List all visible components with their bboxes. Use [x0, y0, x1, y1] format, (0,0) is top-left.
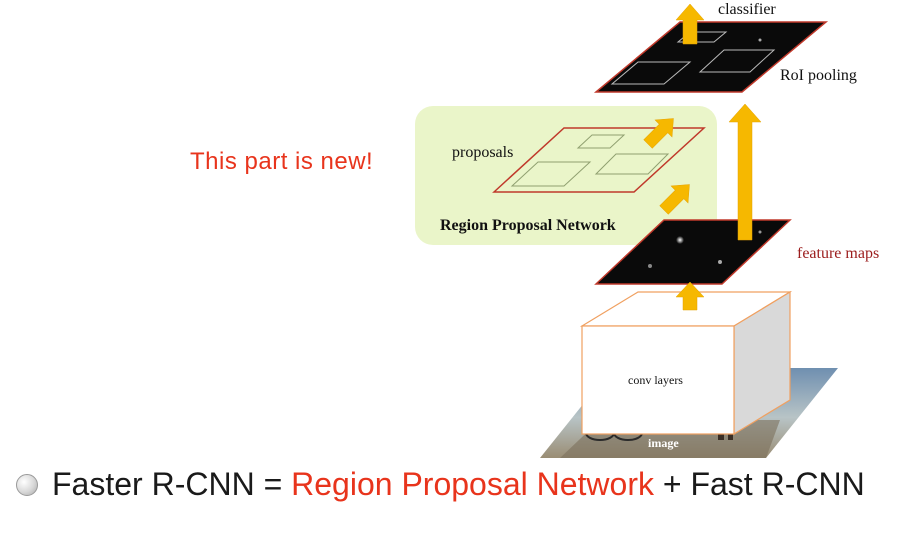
callout-new-part: This part is new!	[190, 148, 374, 175]
label-proposals: proposals	[452, 144, 513, 161]
label-rpn: Region Proposal Network	[440, 217, 616, 234]
bullet-faster-rcnn: Faster R-CNN = Region Proposal Network +…	[16, 466, 865, 503]
arrow-proposals-to-roi	[643, 118, 674, 149]
rpn-highlight-box	[415, 106, 717, 245]
label-conv-layers: conv layers	[628, 373, 683, 387]
arrow-roi-to-classifier	[675, 3, 705, 45]
label-roi-pooling: RoI pooling	[780, 67, 857, 84]
proposals-plane	[492, 127, 706, 193]
bullet-suffix: + Fast R-CNN	[653, 466, 865, 502]
arrow-features-to-proposals	[659, 184, 690, 215]
label-feature-maps: feature maps	[797, 245, 879, 262]
label-classifier: classifier	[718, 1, 776, 18]
conv-layers-box	[579, 290, 793, 436]
arrow-conv-to-features	[675, 281, 705, 311]
arrow-features-to-roi	[728, 103, 762, 241]
bullet-prefix: Faster R-CNN =	[52, 466, 292, 502]
label-image: image	[648, 436, 679, 450]
flow-arrows	[643, 3, 762, 311]
bullet-highlight: Region Proposal Network	[291, 466, 654, 502]
bullet-dot-icon	[16, 473, 38, 496]
